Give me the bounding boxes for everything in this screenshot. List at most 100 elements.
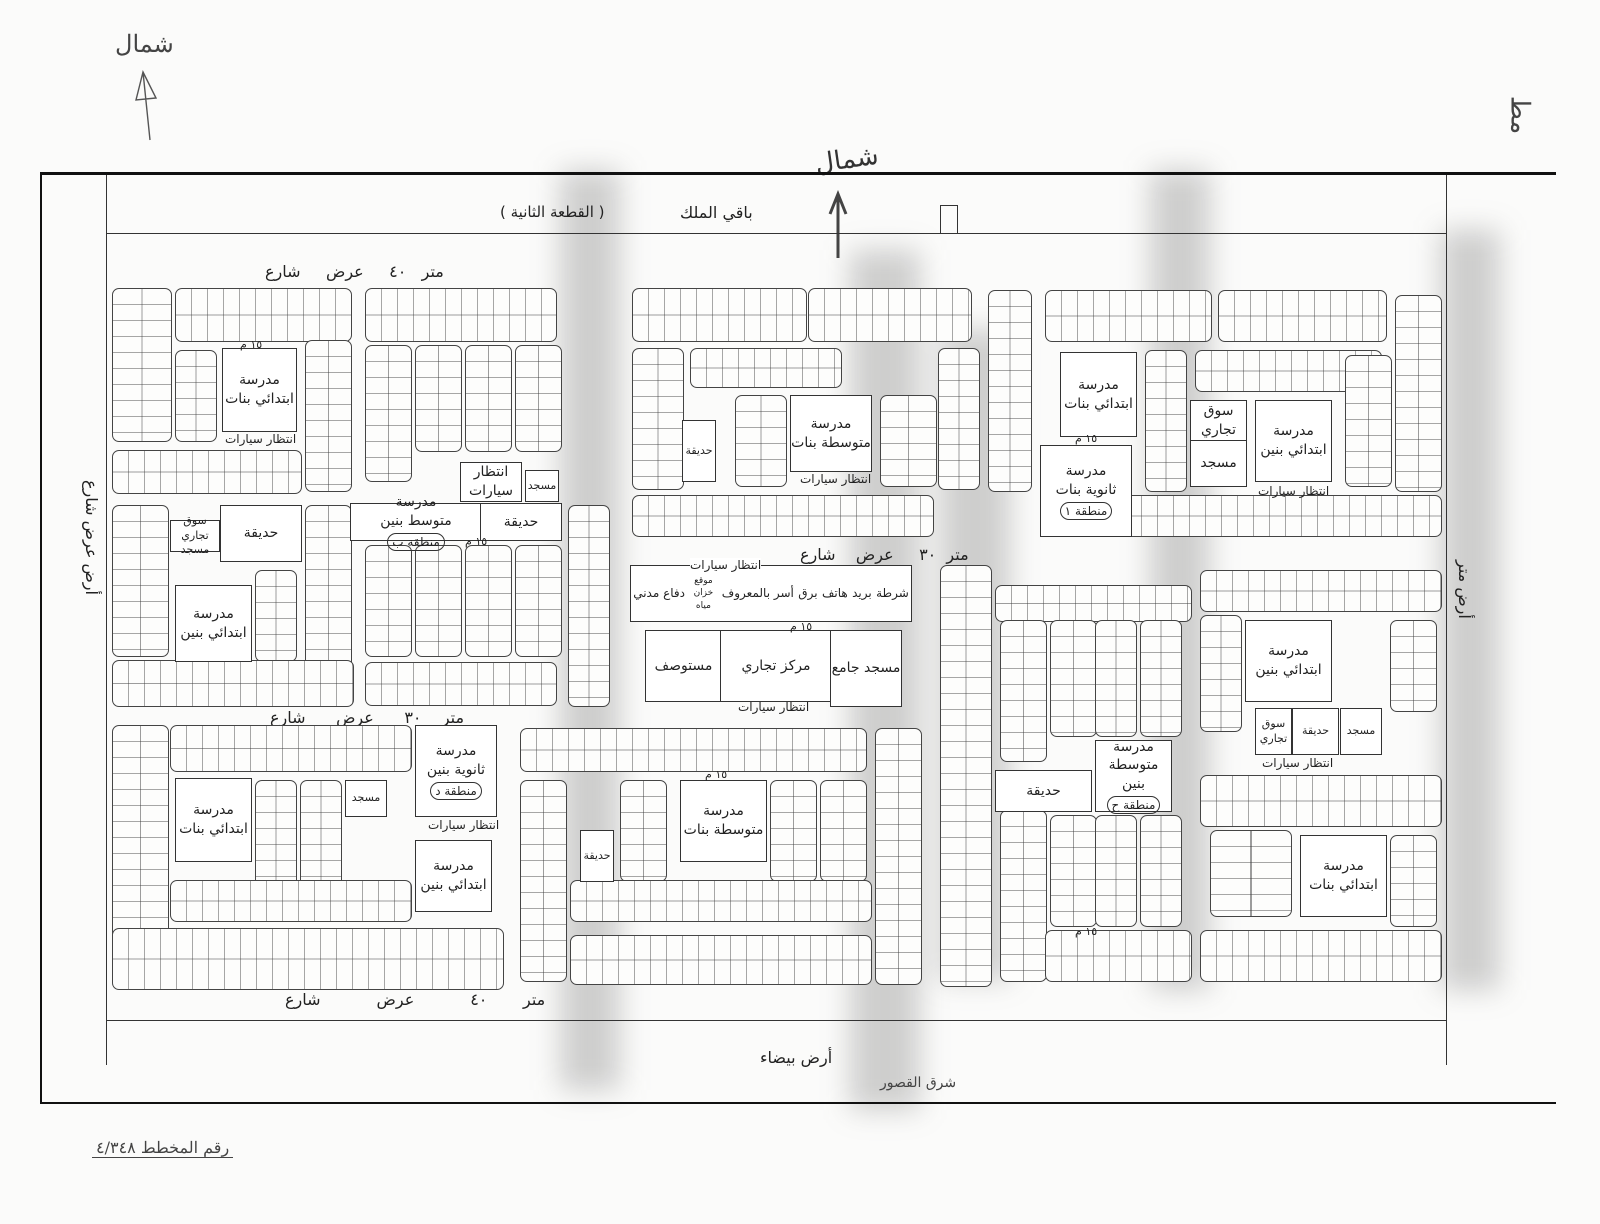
residential-block: [112, 288, 172, 442]
street-width-label: ١٥ م: [790, 620, 813, 633]
residential-block: [770, 780, 817, 882]
residential-block: [1095, 815, 1137, 927]
facility-name: مسجد: [180, 543, 210, 557]
residential-block: [255, 570, 297, 662]
residential-block: [820, 780, 867, 882]
facility-title: انتظار: [473, 464, 509, 481]
residential-block: [515, 345, 562, 452]
residential-block: [170, 880, 412, 922]
road-width-value: ٤٠: [389, 262, 407, 281]
street-width-label: ١٥ م: [705, 768, 728, 781]
facility-name: ثانوية بنات: [1055, 481, 1117, 498]
facility-park: حديقة: [1292, 708, 1339, 755]
residential-block: [1218, 290, 1387, 342]
residential-block: [988, 290, 1032, 492]
residential-block: [112, 505, 169, 657]
residential-block: [632, 288, 807, 342]
facility-name: حديقة: [1026, 782, 1061, 799]
residential-block: [112, 450, 302, 494]
residential-block: [365, 345, 412, 482]
facility-lot: مركز تجاري: [720, 630, 832, 702]
facility-lot: مستوصف: [645, 630, 722, 702]
facility-mosque: مسجد: [1190, 440, 1247, 487]
residential-block: [175, 350, 217, 442]
facility-title: مدرسة: [703, 803, 744, 820]
residential-block: [1200, 570, 1442, 612]
road-width-value: ٣٠: [404, 708, 422, 727]
south-road-edge: [106, 1020, 1446, 1021]
service-telephone: هاتف: [821, 586, 848, 601]
residential-block: [415, 345, 462, 452]
facility-title: سوق: [1261, 716, 1286, 730]
facility-name: ابتدائي بنات: [1064, 395, 1133, 412]
facility-name: مركز تجاري: [741, 657, 811, 674]
facility-name: تجاري: [1259, 731, 1288, 745]
facility-name: ابتدائي بنين: [180, 624, 247, 641]
street-width-label: ١٥ م: [1075, 432, 1098, 445]
residential-block: [465, 345, 512, 452]
facility-name: ابتدائي بنات: [1309, 877, 1378, 893]
road-width-word: عرض: [376, 990, 415, 1009]
facility-name: مستوصف: [654, 657, 713, 674]
facility-zone: منطقة ١: [1059, 501, 1113, 520]
facility-name: مسجد جامع: [831, 660, 901, 677]
facility-title: مدرسة: [395, 494, 437, 511]
parking-label: انتظار سيارات: [738, 700, 810, 714]
road-width-value: ٣٠: [919, 545, 937, 564]
parking-label: انتظار سيارات: [1258, 484, 1330, 498]
residential-block: [1140, 815, 1182, 927]
residential-block: [1200, 615, 1242, 732]
parking-label: انتظار سيارات: [225, 432, 297, 446]
residential-block: [1045, 930, 1192, 982]
facility-name: سيارات: [468, 483, 514, 499]
service-police: شرطة: [876, 586, 909, 601]
residential-block: [690, 348, 842, 388]
residential-block: [365, 662, 557, 706]
service-telegraph: برق: [798, 586, 818, 601]
residential-block: [520, 780, 567, 982]
facility-name: مسجد: [351, 791, 381, 805]
service-post: بريد: [852, 586, 872, 601]
north-road-label: متر ٤٠ عرض شارع: [265, 262, 444, 281]
map-frame-bottom: [40, 1102, 1556, 1104]
residential-block: [938, 348, 980, 490]
facility-title: مدرسة: [810, 415, 852, 432]
service-civil-defense: دفاع مدني: [633, 586, 685, 601]
street-width-label: ١٥ م: [465, 535, 488, 548]
residential-block: [1395, 295, 1442, 492]
residential-block: [1210, 830, 1292, 917]
west-road-label: أرض عرض شارع: [82, 480, 101, 595]
residential-block: [1390, 620, 1437, 712]
facility-name: مسجد: [1200, 455, 1237, 472]
facility-title: مدرسة: [1268, 643, 1309, 660]
road-unit: متر: [946, 545, 969, 564]
residential-block: [875, 728, 922, 985]
facility-name: حديقة: [1301, 724, 1330, 738]
facility-park: حديقة: [480, 503, 562, 541]
residential-block: [170, 725, 412, 772]
residential-block: [255, 780, 297, 892]
residential-block: [1140, 620, 1182, 737]
parking-label: انتظار سيارات: [800, 472, 872, 486]
facility-name: حديقة: [583, 848, 611, 862]
residential-block: [570, 880, 872, 922]
road-width-word: عرض: [326, 262, 364, 281]
plan-number-label: رقم المخطط: [140, 1138, 230, 1157]
east-road-label: أرض متر: [1455, 560, 1474, 619]
residential-block: [175, 288, 352, 342]
residential-block: [1390, 835, 1437, 927]
white-land-label: أرض بيضاء: [760, 1048, 833, 1067]
north-arrow-center-icon: [828, 190, 848, 258]
facility-title: مدرسة: [193, 802, 234, 819]
facility-name: حديقة: [243, 525, 279, 542]
residential-block: [568, 505, 610, 707]
parking-label: انتظار سيارات: [1262, 756, 1334, 770]
